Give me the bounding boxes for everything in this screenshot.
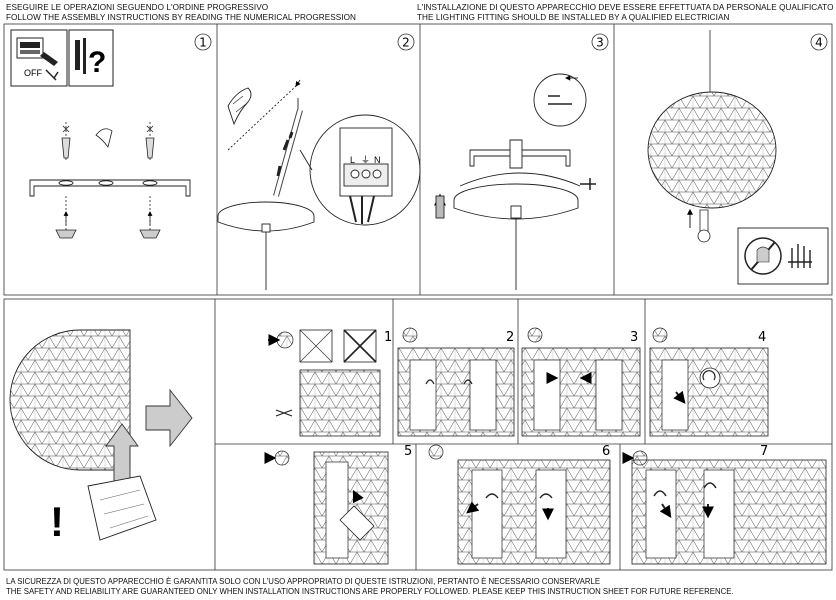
panel-1-mount-bracket: OFF ? bbox=[10, 29, 191, 239]
step-number: 5 bbox=[404, 444, 412, 459]
off-label: OFF bbox=[24, 68, 42, 78]
power-off-icon: OFF bbox=[10, 29, 68, 87]
question-mark: ? bbox=[88, 46, 106, 79]
bottom-step-5: 5 bbox=[264, 444, 412, 565]
top-panels-frame bbox=[3, 23, 833, 296]
terminal-live-label: L bbox=[350, 155, 355, 165]
step-number: 1 bbox=[384, 330, 392, 345]
footer-english: THE SAFETY AND RELIABILITY ARE GUARANTEE… bbox=[6, 587, 734, 596]
bottom-step-6: 6 bbox=[428, 444, 611, 565]
bottom-step-7: 7 bbox=[622, 444, 827, 565]
bottom-step-3: 3 bbox=[521, 327, 641, 437]
panel-4-finished-lamp bbox=[647, 30, 829, 285]
step-number: 3 bbox=[596, 36, 604, 50]
header-right-italian: L'INSTALLAZIONE DI QUESTO APPARECCHIO DE… bbox=[417, 3, 834, 12]
header-left: ESEGUIRE LE OPERAZIONI SEGUENDO L'ORDINE… bbox=[6, 3, 356, 23]
step-circle-1: 1 bbox=[194, 33, 212, 51]
step-circle-4: 4 bbox=[810, 33, 828, 51]
step-number: 3 bbox=[630, 330, 638, 345]
step-number: 1 bbox=[199, 36, 207, 50]
terminal-earth-label: ⏚ bbox=[361, 155, 370, 165]
footer: LA SICUREZZA DI QUESTO APPARECCHIO È GAR… bbox=[6, 577, 734, 597]
header-left-italian: ESEGUIRE LE OPERAZIONI SEGUENDO L'ORDINE… bbox=[6, 3, 269, 12]
bottom-step-1: 1 bbox=[268, 329, 392, 437]
panel-2-wiring bbox=[217, 79, 421, 290]
step-number: 4 bbox=[815, 36, 823, 50]
header-right-english: THE LIGHTING FITTING SHOULD BE INSTALLED… bbox=[417, 13, 730, 22]
bottom-step-2: 2 bbox=[397, 327, 515, 437]
footer-italian: LA SICUREZZA DI QUESTO APPARECCHIO È GAR… bbox=[6, 577, 601, 586]
step-number: 2 bbox=[402, 36, 410, 50]
step-circle-2: 2 bbox=[397, 33, 415, 51]
mounting-bracket bbox=[29, 179, 191, 197]
header-left-english: FOLLOW THE ASSEMBLY INSTRUCTIONS BY READ… bbox=[6, 13, 356, 22]
lamp-detail-overview: ! bbox=[9, 329, 193, 545]
step-number: 2 bbox=[506, 330, 514, 345]
terminal-neutral-label: N bbox=[374, 155, 381, 165]
warning-mark: ! bbox=[50, 498, 64, 545]
no-bare-hands-icon bbox=[737, 227, 829, 285]
tools-icon: ? bbox=[68, 29, 114, 87]
step-number: 4 bbox=[758, 330, 766, 345]
bottom-step-4: 4 bbox=[649, 327, 769, 437]
step-number: 6 bbox=[602, 444, 610, 459]
header-right: L'INSTALLAZIONE DI QUESTO APPARECCHIO DE… bbox=[417, 3, 834, 23]
step-number: 7 bbox=[760, 444, 768, 459]
step-circle-3: 3 bbox=[591, 33, 609, 51]
panel-3-canopy-fix bbox=[434, 73, 596, 290]
bottom-panels-frame bbox=[3, 298, 833, 571]
